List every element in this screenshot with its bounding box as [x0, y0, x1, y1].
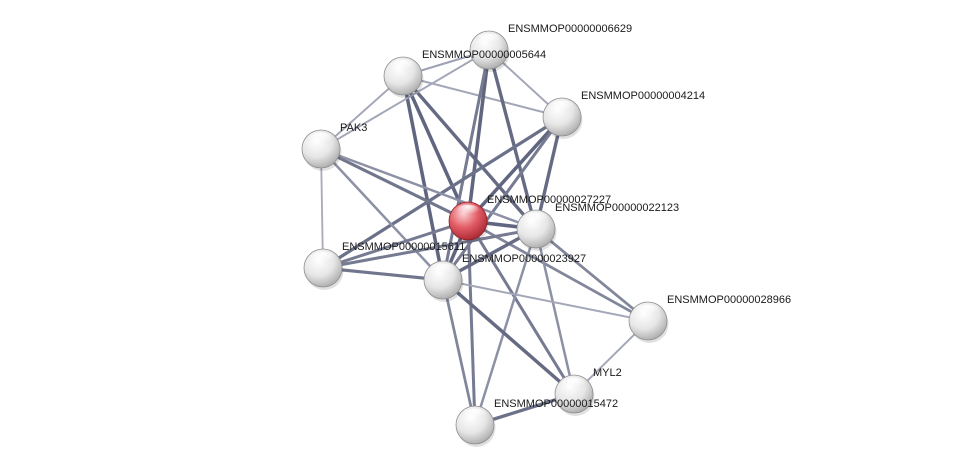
edges-layer — [319, 48, 650, 427]
edge-n22123-n28966[interactable] — [534, 227, 650, 323]
edge-n15611-n23927[interactable] — [321, 266, 445, 282]
node-n23927[interactable]: ENSMMOP00000023927 — [423, 253, 586, 302]
edge-n22123-n15611[interactable] — [321, 227, 538, 270]
edge-n23927-n15472[interactable] — [441, 278, 477, 427]
edge-n23927-myl2[interactable] — [441, 278, 576, 396]
node-label-n28966: ENSMMOP00000028966 — [667, 294, 791, 306]
node-n5644[interactable]: ENSMMOP00000005644 — [383, 49, 546, 98]
node-label-n6629: ENSMMOP00000006629 — [508, 23, 632, 35]
edge-n6629-pak3[interactable] — [320, 49, 490, 150]
node-myl2[interactable]: MYL2 — [554, 367, 622, 416]
edge-n23927-n28966[interactable] — [442, 279, 649, 322]
node-label-n27227: ENSMMOP00000027227 — [487, 194, 611, 206]
edge-n27227-n28966[interactable] — [466, 219, 650, 323]
nodes-layer: ENSMMOP00000006629ENSMMOP00000005644ENSM… — [301, 23, 791, 447]
edge-n4214-n23927[interactable] — [441, 115, 564, 282]
edge-n5644-n27227[interactable] — [401, 74, 470, 223]
node-highlight — [524, 212, 548, 225]
node-highlight — [550, 100, 574, 113]
node-label-n4214: ENSMMOP00000004214 — [581, 90, 705, 102]
edge-n22123-n15472[interactable] — [473, 227, 538, 427]
node-n28966[interactable]: ENSMMOP00000028966 — [628, 294, 791, 343]
node-label-n15472: ENSMMOP00000015472 — [494, 398, 618, 410]
edge-n27227-n15611[interactable] — [321, 219, 470, 270]
edge-n4214-n15611[interactable] — [321, 115, 564, 270]
node-pak3[interactable]: PAK3 — [301, 122, 367, 171]
node-label-n15611: ENSMMOP00000015611 — [342, 241, 465, 253]
node-label-n5644: ENSMMOP00000005644 — [422, 49, 546, 61]
edge-n22123-myl2[interactable] — [534, 227, 576, 396]
node-label-n23927: ENSMMOP00000023927 — [462, 253, 586, 265]
node-n22123[interactable]: ENSMMOP00000022123 — [516, 202, 679, 251]
edge-pak3-n15611[interactable] — [320, 148, 324, 269]
node-label-myl2: MYL2 — [593, 367, 622, 379]
edge-n6629-n27227[interactable] — [466, 48, 491, 223]
node-n6629[interactable]: ENSMMOP00000006629 — [469, 23, 632, 72]
node-highlight — [477, 33, 501, 46]
node-n15472[interactable]: ENSMMOP00000015472 — [455, 398, 618, 447]
node-highlight — [463, 408, 487, 421]
node-label-pak3: PAK3 — [340, 122, 367, 134]
edge-n6629-n23927[interactable] — [441, 48, 491, 282]
node-highlight — [391, 59, 415, 72]
node-highlight — [311, 251, 335, 264]
node-highlight — [309, 132, 333, 145]
edge-n6629-n22123[interactable] — [487, 48, 538, 231]
edge-pak3-n27227[interactable] — [319, 147, 470, 223]
edge-n27227-myl2[interactable] — [466, 219, 576, 396]
edge-n27227-n15472[interactable] — [466, 219, 477, 427]
node-n4214[interactable]: ENSMMOP00000004214 — [542, 90, 705, 139]
node-highlight — [562, 377, 586, 390]
node-highlight — [431, 263, 455, 276]
node-n27227[interactable]: ENSMMOP00000027227 — [448, 194, 611, 243]
node-highlight — [636, 304, 660, 317]
node-n15611[interactable]: ENSMMOP00000015611 — [303, 241, 465, 290]
node-highlight — [456, 204, 480, 217]
edge-pak3-n23927[interactable] — [319, 147, 445, 282]
node-label-n22123: ENSMMOP00000022123 — [555, 202, 679, 214]
edge-pak3-n22123[interactable] — [319, 147, 538, 231]
edge-n4214-n27227[interactable] — [466, 115, 564, 223]
